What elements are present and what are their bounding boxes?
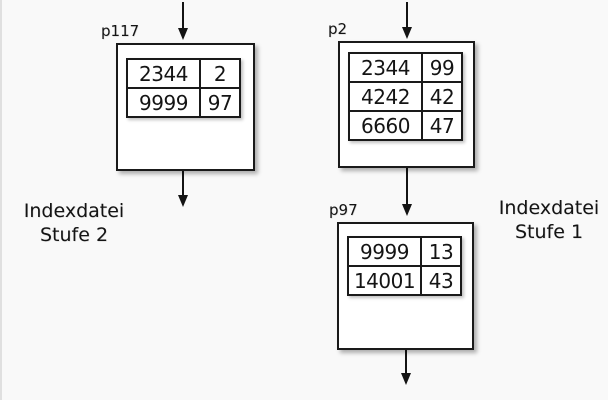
arrowhead-down-icon xyxy=(402,27,412,39)
node-label-p117: p117 xyxy=(101,22,140,40)
pointer-cell: 99 xyxy=(421,52,463,83)
arrowhead-down-icon xyxy=(178,195,188,207)
arrowhead-down-icon xyxy=(178,28,188,40)
table-row: 9999 13 xyxy=(347,236,462,267)
table-row: 6660 47 xyxy=(348,110,463,141)
arrowhead-down-icon xyxy=(402,204,412,216)
key-cell: 2344 xyxy=(348,52,423,83)
arrow-out-of-p97 xyxy=(401,350,411,385)
arrowhead-down-icon xyxy=(401,373,411,385)
pointer-cell: 47 xyxy=(421,110,463,141)
key-cell: 9999 xyxy=(126,87,201,118)
pointer-cell: 2 xyxy=(199,58,241,89)
caption-line: Indexdatei xyxy=(23,200,125,222)
p2-table: 2344 99 4242 42 6660 47 xyxy=(348,52,463,141)
pointer-cell: 42 xyxy=(421,81,463,112)
key-cell: 9999 xyxy=(347,236,422,267)
key-cell: 2344 xyxy=(126,58,201,89)
p97-table: 9999 13 14001 43 xyxy=(347,236,462,296)
p117-table: 2344 2 9999 97 xyxy=(126,58,241,118)
page-left-edge xyxy=(0,0,2,400)
index-page-p97: 9999 13 14001 43 xyxy=(337,222,474,350)
caption-line: Indexdatei xyxy=(498,197,600,219)
index-page-p2: 2344 99 4242 42 6660 47 xyxy=(338,41,475,168)
arrow-into-p117 xyxy=(178,2,188,40)
caption-indexdatei-stufe-2: Indexdatei Stufe 2 xyxy=(0,199,148,247)
table-row: 14001 43 xyxy=(347,265,462,296)
table-row: 9999 97 xyxy=(126,87,241,118)
arrow-p2-to-p97 xyxy=(402,168,412,216)
index-page-p117: 2344 2 9999 97 xyxy=(116,43,255,171)
node-label-p97: p97 xyxy=(329,201,358,219)
caption-line: Stufe 2 xyxy=(39,224,109,246)
node-label-p2: p2 xyxy=(328,20,348,38)
key-cell: 14001 xyxy=(347,265,422,296)
pointer-cell: 13 xyxy=(420,236,462,267)
arrow-out-of-p117 xyxy=(178,171,188,207)
table-row: 2344 2 xyxy=(126,58,241,89)
key-cell: 4242 xyxy=(348,81,423,112)
caption-line: Stufe 1 xyxy=(514,221,584,243)
caption-indexdatei-stufe-1: Indexdatei Stufe 1 xyxy=(474,196,608,244)
table-row: 2344 99 xyxy=(348,52,463,83)
key-cell: 6660 xyxy=(348,110,423,141)
pointer-cell: 97 xyxy=(199,87,241,118)
table-row: 4242 42 xyxy=(348,81,463,112)
arrow-into-p2 xyxy=(402,2,412,39)
pointer-cell: 43 xyxy=(420,265,462,296)
